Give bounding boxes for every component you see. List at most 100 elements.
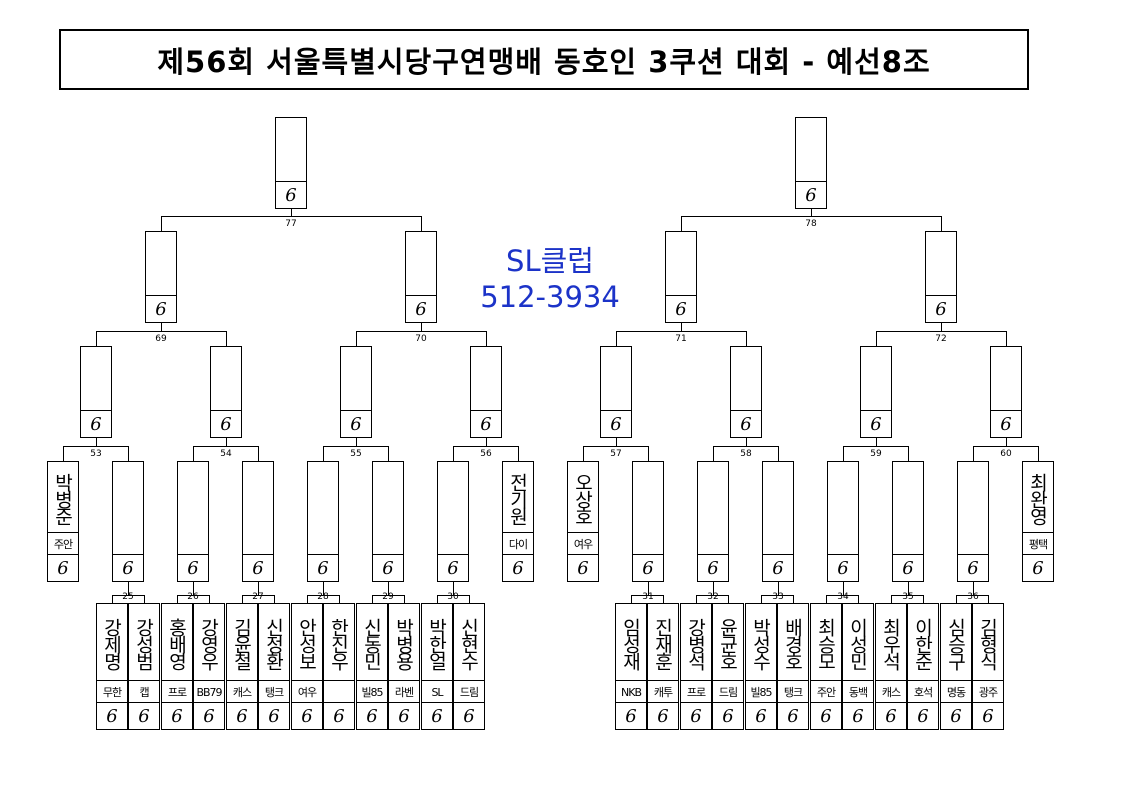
winner-box[interactable]: 6 (632, 461, 664, 582)
winner-box[interactable]: 6 (925, 231, 957, 323)
winner-box[interactable]: 6 (762, 461, 794, 582)
bracket-line (421, 323, 422, 331)
bracket-line (941, 216, 942, 231)
bracket-line (583, 446, 649, 447)
winner-box[interactable]: 6 (437, 461, 469, 582)
winner-box[interactable]: 6 (177, 461, 209, 582)
player-club: 빌85 (357, 680, 387, 703)
score-mark: 6 (178, 554, 208, 581)
score-mark: 6 (357, 702, 387, 729)
match-number: 28 (317, 592, 329, 602)
bracket-line (144, 595, 145, 603)
bracket-line (973, 582, 974, 596)
player-name: 강영우 (197, 618, 220, 669)
winner-box[interactable]: 6 (730, 346, 762, 438)
winner-box[interactable]: 6 (697, 461, 729, 582)
score-mark: 6 (893, 554, 923, 581)
bracket-line (728, 595, 729, 603)
player-club: 무한 (97, 680, 127, 703)
score-mark: 6 (713, 702, 743, 729)
bracket-line (161, 216, 422, 217)
player-club: 프로 (162, 680, 192, 703)
winner-box[interactable]: 6 (80, 346, 112, 438)
winner-box[interactable]: 6 (340, 346, 372, 438)
score-mark: 6 (746, 702, 776, 729)
winner-box[interactable]: 6 (242, 461, 274, 582)
winner-box[interactable]: 6 (860, 346, 892, 438)
winner-box[interactable]: 6 (405, 231, 437, 323)
winner-box[interactable]: 6 (827, 461, 859, 582)
bracket-line (1038, 446, 1039, 461)
bracket-line (226, 331, 227, 346)
player-name: 신현수 (457, 618, 480, 669)
winner-box[interactable]: 6 (957, 461, 989, 582)
score-mark: 6 (324, 702, 354, 729)
score-mark: 6 (97, 702, 127, 729)
player-club: 캡 (129, 680, 159, 703)
winner-box[interactable]: 6 (307, 461, 339, 582)
bracket-line (128, 582, 129, 596)
winner-box[interactable]: 6 (990, 346, 1022, 438)
bracket-line (518, 446, 519, 461)
score-mark: 6 (454, 702, 484, 729)
bracket-line (956, 595, 989, 596)
final-winner-box[interactable]: 6 (795, 117, 827, 209)
bracket-line (356, 331, 487, 332)
player-club: NKB (616, 680, 646, 703)
score-mark: 6 (308, 554, 338, 581)
winner-box[interactable]: 6 (665, 231, 697, 323)
match-number: 54 (220, 449, 232, 459)
winner-box[interactable]: 6 (145, 231, 177, 323)
match-number: 29 (382, 592, 394, 602)
player-club: 동백 (843, 680, 873, 703)
match-number: 53 (90, 449, 102, 459)
score-mark: 6 (438, 554, 468, 581)
score-mark: 6 (698, 554, 728, 581)
bracket-line (356, 331, 357, 346)
player-club: 탱크 (778, 680, 808, 703)
bracket-line (258, 446, 259, 461)
page-title: 제56회 서울특별시당구연맹배 동호인 3쿠션 대회 - 예선8조 (59, 29, 1029, 90)
winner-box[interactable]: 6 (112, 461, 144, 582)
final-winner-box[interactable]: 6 (275, 117, 307, 209)
score-mark: 6 (292, 702, 322, 729)
winner-box[interactable]: 6 (892, 461, 924, 582)
winner-box[interactable]: 6 (210, 346, 242, 438)
winner-box[interactable]: 6 (372, 461, 404, 582)
winner-box[interactable]: 6 (470, 346, 502, 438)
bracket-line (681, 216, 942, 217)
winner-box[interactable]: 6 (600, 346, 632, 438)
bracket-line (177, 595, 178, 603)
match-number: 26 (187, 592, 199, 602)
bracket-line (453, 446, 454, 461)
score-mark: 6 (861, 410, 891, 437)
